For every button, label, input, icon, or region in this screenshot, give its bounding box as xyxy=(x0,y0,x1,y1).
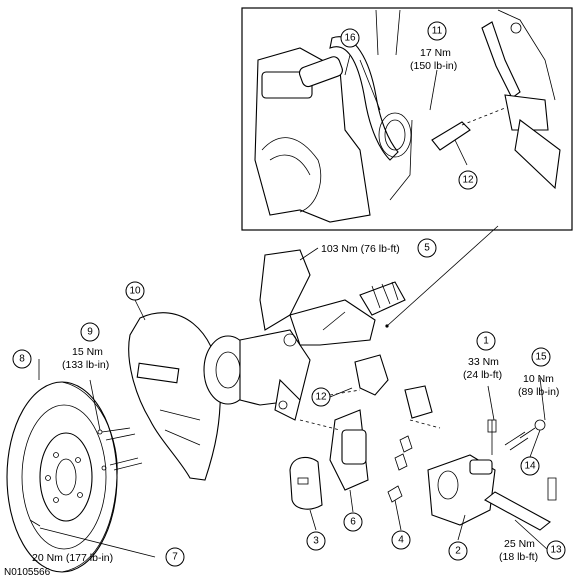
torque-inline: 103 Nm (76 lb-ft) xyxy=(321,243,400,255)
torque-imperial: (150 lb-in) xyxy=(410,60,457,72)
callout-number: 3 xyxy=(313,536,319,547)
inset-leader-line xyxy=(386,225,499,327)
callout-number: 9 xyxy=(87,327,93,338)
knuckle-assembly xyxy=(203,249,406,421)
dust-shield xyxy=(128,312,221,481)
torque-imperial: (18 lb-ft) xyxy=(499,551,538,563)
torque-imperial: (24 lb-ft) xyxy=(463,369,502,381)
callout-number: 8 xyxy=(19,354,25,365)
callout-11: 11 17 Nm (150 lb-in) xyxy=(410,21,457,72)
callout-16: 16 xyxy=(340,28,360,48)
torque-metric: 10 Nm xyxy=(523,373,554,385)
callout-4: 4 xyxy=(391,530,411,550)
callout-5: 103 Nm (76 lb-ft) 5 xyxy=(321,238,437,258)
bracket-clip xyxy=(354,354,389,396)
torque-metric: 15 Nm xyxy=(72,346,103,358)
rotor-screw xyxy=(29,519,41,527)
torque-imperial: (89 lb-in) xyxy=(518,386,559,398)
torque-imperial: (133 lb-in) xyxy=(62,359,109,371)
brake-caliper xyxy=(427,419,497,526)
figure-id: N0105566 xyxy=(4,567,51,578)
callout-14: 14 xyxy=(520,456,540,476)
callout-number: 7 xyxy=(172,552,178,563)
callout-number: 16 xyxy=(344,33,356,44)
callout-2: 2 xyxy=(448,541,468,561)
pad-clips xyxy=(387,435,413,503)
torque-metric: 33 Nm xyxy=(468,356,499,368)
brake-line xyxy=(484,491,551,531)
callout-6: 6 xyxy=(343,512,363,532)
callout-number: 5 xyxy=(424,243,430,254)
callout-12-lower: 12 xyxy=(311,387,331,407)
callout-15: 15 10 Nm (89 lb-in) xyxy=(518,347,559,398)
callout-number: 12 xyxy=(315,392,327,403)
callout-number: 4 xyxy=(398,535,404,546)
callout-number: 11 xyxy=(432,26,443,37)
leader-lines xyxy=(38,54,549,558)
callout-number: 12 xyxy=(462,175,474,186)
callout-number: 6 xyxy=(350,517,356,528)
brake-pad-outer xyxy=(404,385,433,419)
callout-1: 1 33 Nm (24 lb-ft) xyxy=(463,331,502,381)
callout-number: 1 xyxy=(483,336,489,347)
caliper-anchor xyxy=(299,409,441,491)
callout-number: 14 xyxy=(524,461,536,472)
callout-number: 2 xyxy=(455,546,461,557)
bracket-dash xyxy=(329,389,361,396)
torque-inline: 20 Nm (177 lb-in) xyxy=(32,552,113,564)
inset-leader-dot xyxy=(385,324,389,328)
callout-number: 15 xyxy=(535,352,547,363)
callout-13: 25 Nm (18 lb-ft) 13 xyxy=(499,538,566,563)
brake-rotor xyxy=(6,381,118,573)
callout-3: 3 xyxy=(306,531,326,551)
callout-8: 8 xyxy=(12,349,32,369)
brake-pad xyxy=(289,456,323,510)
callout-12-upper: 12 xyxy=(458,170,478,190)
callout-9: 9 15 Nm (133 lb-in) xyxy=(62,322,109,371)
bleeder-screw xyxy=(504,419,546,451)
shield-bolts xyxy=(97,427,143,471)
torque-metric: 17 Nm xyxy=(420,47,451,59)
callout-10: 10 xyxy=(125,281,145,301)
callout-number: 10 xyxy=(129,286,141,297)
callout-7: 20 Nm (177 lb-in) 7 xyxy=(32,547,185,567)
inset-detail xyxy=(241,7,573,231)
torque-metric: 25 Nm xyxy=(504,538,535,550)
bleeder-line-end xyxy=(547,477,557,501)
callout-number: 13 xyxy=(550,545,562,556)
